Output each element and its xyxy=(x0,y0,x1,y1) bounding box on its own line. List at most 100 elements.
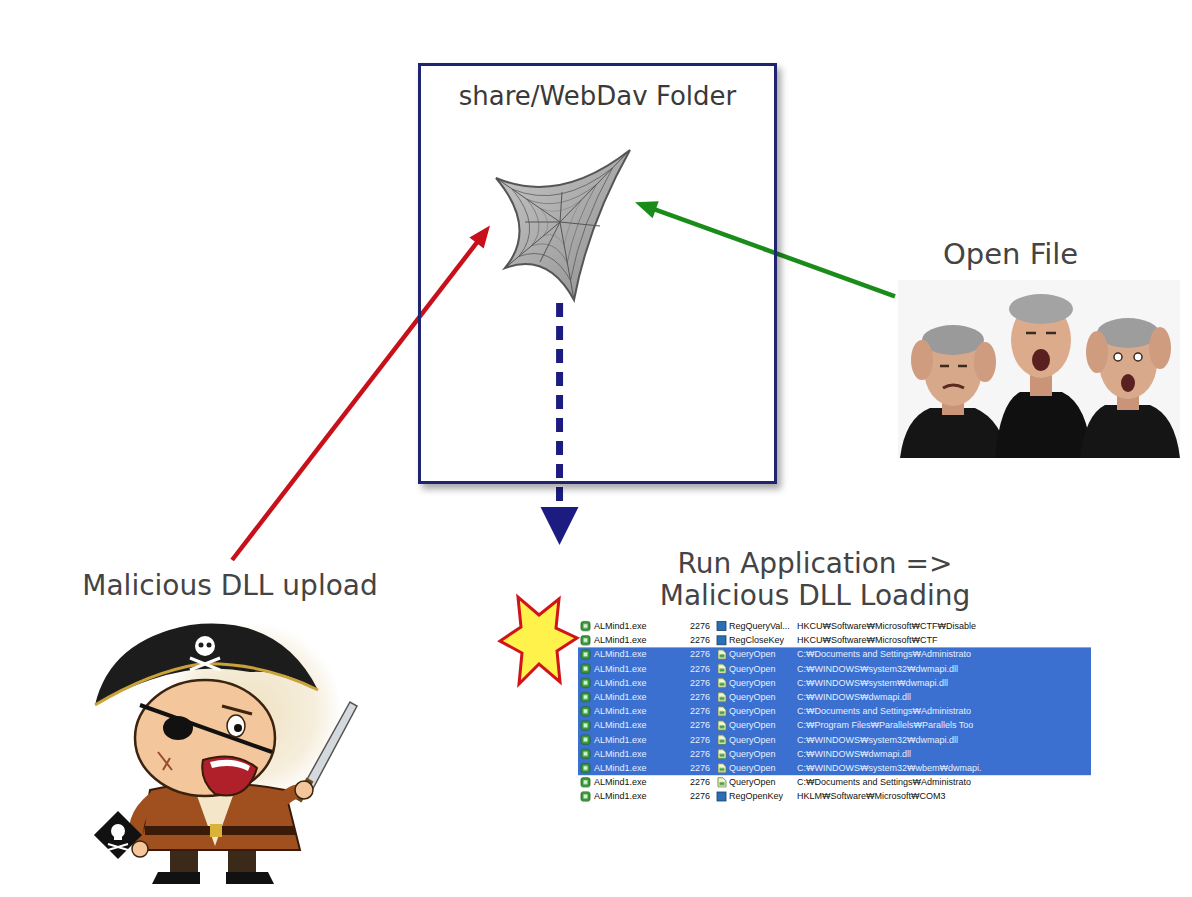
table-cell-text: C:₩WINDOWS₩dwmapi.dll xyxy=(797,747,1089,761)
table-cell: 2276 xyxy=(690,733,726,747)
table-cell-text: C:₩WINDOWS₩system₩dwmapi.dll xyxy=(797,676,1089,690)
node-text: share/WebDav Folder xyxy=(421,82,774,112)
table-cell: ALMind1.exe xyxy=(594,775,688,789)
table-cell-text: ALMind1.exe xyxy=(594,747,688,761)
table-cell: 2276 xyxy=(690,747,726,761)
table-cell: C:₩WINDOWS₩dwmapi.dll xyxy=(797,747,1089,761)
open-arrow xyxy=(635,201,895,296)
table-cell-text: QueryOpen xyxy=(729,761,795,775)
node-text: Run Application => Malicious DLL Loading xyxy=(630,548,1000,612)
table-cell: C:₩WINDOWS₩system32₩wbem₩dwmapi. xyxy=(797,761,1089,775)
arrow-head xyxy=(635,201,659,218)
table-cell: ALMind1.exe xyxy=(594,690,688,704)
table-cell-text: C:₩Documents and Settings₩Administrato xyxy=(797,704,1089,718)
victim-group: Open File xyxy=(895,232,1185,462)
table-cell: C:₩Documents and Settings₩Administrato xyxy=(797,775,1089,789)
table-cell: C:₩WINDOWS₩system32₩dwmapi.dll xyxy=(797,662,1089,676)
explosion-icon xyxy=(500,597,577,684)
table-cell-text: ALMind1.exe xyxy=(594,676,688,690)
table-cell: C:₩Documents and Settings₩Administrato xyxy=(797,704,1089,718)
table-cell-text: QueryOpen xyxy=(729,647,795,661)
table-cell: 2276 xyxy=(690,690,726,704)
connector-line xyxy=(232,240,478,560)
table-cell: 2276 xyxy=(690,647,726,661)
table-cell-text: 2276 xyxy=(690,633,726,647)
table-cell: ALMind1.exe xyxy=(594,662,688,676)
table-cell-text: 2276 xyxy=(690,676,726,690)
table-cell-text: ALMind1.exe xyxy=(594,619,688,633)
table-cell-text: 2276 xyxy=(690,690,726,704)
table-cell-text: HKCU₩Software₩Microsoft₩CTF₩Disable xyxy=(797,619,1089,633)
table-cell-text: ALMind1.exe xyxy=(594,761,688,775)
table-cell-text: ALMind1.exe xyxy=(594,633,688,647)
table-cell-text: 2276 xyxy=(690,704,726,718)
table-cell-text: QueryOpen xyxy=(729,662,795,676)
table-cell-text: C:₩WINDOWS₩system32₩wbem₩dwmapi. xyxy=(797,761,1089,775)
table-cell-text: 2276 xyxy=(690,619,726,633)
connector-line xyxy=(653,209,895,297)
table-cell-text: QueryOpen xyxy=(729,718,795,732)
table-cell-text: ALMind1.exe xyxy=(594,789,688,803)
table-cell-text: C:₩WINDOWS₩system32₩dwmapi.dll xyxy=(797,733,1089,747)
table-cell: QueryOpen xyxy=(729,647,795,661)
table-cell: QueryOpen xyxy=(729,662,795,676)
table-cell: QueryOpen xyxy=(729,733,795,747)
table-cell-text: 2276 xyxy=(690,775,726,789)
table-cell: QueryOpen xyxy=(729,676,795,690)
table-cell: ALMind1.exe xyxy=(594,619,688,633)
table-cell-text: QueryOpen xyxy=(729,704,795,718)
pirate-illustration xyxy=(94,622,357,884)
table-cell: 2276 xyxy=(690,704,726,718)
table-cell-text: HKCU₩Software₩Microsoft₩CTF xyxy=(797,633,1089,647)
node-text: Open File xyxy=(943,238,1173,271)
table-cell-text: C:₩Documents and Settings₩Administrato xyxy=(797,647,1089,661)
table-cell: HKLM₩Software₩Microsoft₩COM3 xyxy=(797,789,1089,803)
table-cell-text: ALMind1.exe xyxy=(594,733,688,747)
table-cell-text: ALMind1.exe xyxy=(594,647,688,661)
table-cell: ALMind1.exe xyxy=(594,718,688,732)
table-cell: 2276 xyxy=(690,775,726,789)
table-cell: 2276 xyxy=(690,789,726,803)
table-cell: RegQueryVal... xyxy=(729,619,795,633)
table-cell-text: 2276 xyxy=(690,789,726,803)
table-cell-text: RegQueryVal... xyxy=(729,619,795,633)
table-cell: QueryOpen xyxy=(729,690,795,704)
table-cell: 2276 xyxy=(690,662,726,676)
table-cell: C:₩WINDOWS₩dwmapi.dll xyxy=(797,690,1089,704)
table-cell: QueryOpen xyxy=(729,718,795,732)
table-cell-text: 2276 xyxy=(690,647,726,661)
table-cell: 2276 xyxy=(690,676,726,690)
arrow-head xyxy=(541,507,579,545)
table-cell: C:₩Documents and Settings₩Administrato xyxy=(797,647,1089,661)
table-cell: C:₩WINDOWS₩system₩dwmapi.dll xyxy=(797,676,1089,690)
table-cell-text: ALMind1.exe xyxy=(594,662,688,676)
node-text: Malicious DLL upload xyxy=(55,570,405,602)
load-arrow xyxy=(541,303,579,545)
table-cell: HKCU₩Software₩Microsoft₩CTF₩Disable xyxy=(797,619,1089,633)
table-cell-text: C:₩Program Files₩Parallels₩Parallels Too xyxy=(797,718,1089,732)
table-cell: QueryOpen xyxy=(729,704,795,718)
table-cell-text: ALMind1.exe xyxy=(594,775,688,789)
table-cell: QueryOpen xyxy=(729,761,795,775)
folder-box: share/WebDav Folder xyxy=(418,63,777,484)
arrow-head xyxy=(469,226,490,249)
table-cell-text: ALMind1.exe xyxy=(594,704,688,718)
table-cell: RegOpenKey xyxy=(729,789,795,803)
table-cell: 2276 xyxy=(690,619,726,633)
table-cell: 2276 xyxy=(690,761,726,775)
web-icon xyxy=(490,148,635,303)
table-cell: ALMind1.exe xyxy=(594,789,688,803)
table-cell: QueryOpen xyxy=(729,775,795,789)
table-cell-text: 2276 xyxy=(690,747,726,761)
table-cell: ALMind1.exe xyxy=(594,733,688,747)
table-cell-text: ALMind1.exe xyxy=(594,718,688,732)
table-cell: ALMind1.exe xyxy=(594,633,688,647)
attacker-group: Malicious DLL upload xyxy=(55,560,405,892)
table-cell-text: C:₩WINDOWS₩system32₩dwmapi.dll xyxy=(797,662,1089,676)
table-cell: ALMind1.exe xyxy=(594,747,688,761)
table-cell-text: RegOpenKey xyxy=(729,789,795,803)
